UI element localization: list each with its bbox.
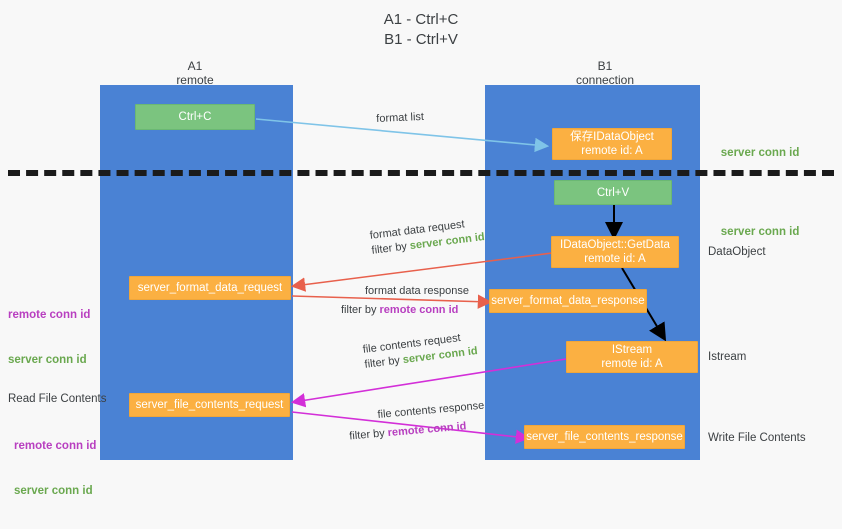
- node-server-format-data-request[interactable]: server_format_data_request: [129, 276, 291, 300]
- node-server-file-contents-response[interactable]: server_file_contents_response: [524, 425, 685, 449]
- side-label-istream: Istream: [708, 351, 747, 363]
- edge-label-format-list: format list: [376, 110, 425, 125]
- edge-label-file-contents-request: file contents request filter by server c…: [362, 331, 479, 371]
- edge-label-file-contents-response: file contents response filter by remote …: [348, 399, 485, 443]
- phase-divider: [8, 170, 834, 176]
- node-server-format-data-response[interactable]: server_format_data_response: [489, 289, 647, 313]
- side-label-server-conn-id-top: server conn id: [720, 147, 800, 159]
- legend-bottom: remote conn id server conn id: [14, 440, 97, 497]
- node-istream[interactable]: IStream remote id: A: [566, 341, 698, 373]
- node-server-file-contents-request[interactable]: server_file_contents_request: [129, 393, 290, 417]
- side-label-dataobject: DataObject: [708, 246, 766, 258]
- node-ctrl-v[interactable]: Ctrl+V: [554, 180, 672, 205]
- edge-label-format-data-response: format data response filter by remote co…: [341, 285, 469, 316]
- legend-mid: remote conn id server conn id: [8, 309, 91, 366]
- column-header-a1: A1 remote: [176, 59, 214, 87]
- side-label-server-conn-id-mid: server conn id: [720, 226, 800, 238]
- node-ctrl-c[interactable]: Ctrl+C: [135, 104, 255, 130]
- side-label-write-file-contents: Write File Contents: [708, 432, 806, 444]
- column-header-b1: B1 connection: [575, 59, 635, 87]
- diagram-canvas: A1 - Ctrl+C B1 - Ctrl+V A1 remote B1 con…: [8, 11, 834, 497]
- node-save-idataobject[interactable]: 保存IDataObject remote id: A: [552, 128, 672, 160]
- page-title: A1 - Ctrl+C B1 - Ctrl+V: [383, 11, 459, 48]
- side-label-read-file-contents: Read File Contents: [8, 393, 107, 405]
- node-idataobject-getdata[interactable]: IDataObject::GetData remote id: A: [551, 236, 679, 268]
- edge-label-format-data-request: format data request filter by server con…: [369, 218, 486, 257]
